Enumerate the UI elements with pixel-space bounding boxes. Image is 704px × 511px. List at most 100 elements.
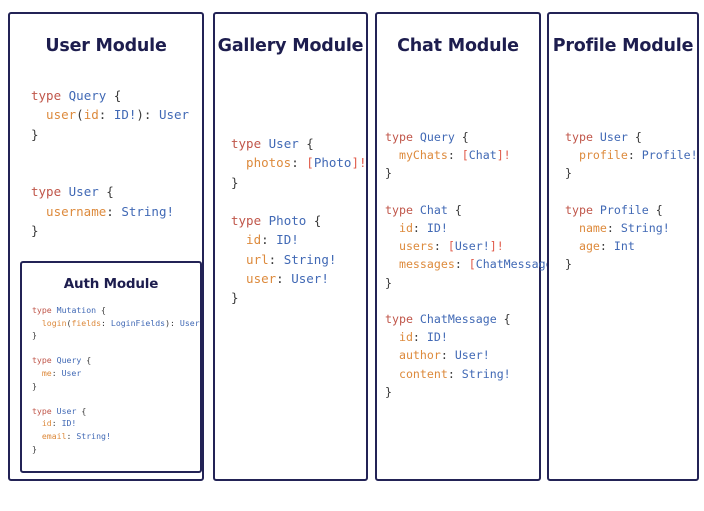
code-token: Query bbox=[419, 130, 462, 144]
code-line: login(fields: LoginFields): User bbox=[32, 317, 200, 330]
code-line: users: [User!]! bbox=[385, 237, 567, 255]
code-token: ]! bbox=[351, 155, 367, 171]
code-token: : bbox=[412, 330, 427, 345]
code-token: messages bbox=[385, 257, 455, 272]
code-line bbox=[385, 292, 567, 310]
code-token: id bbox=[231, 232, 262, 248]
code-token: : bbox=[106, 203, 122, 219]
code-line: } bbox=[385, 274, 567, 292]
code-token: } bbox=[385, 166, 392, 181]
code-token: ID! bbox=[113, 107, 137, 123]
code-token: : bbox=[440, 348, 455, 363]
code-token: age bbox=[565, 239, 600, 254]
code-line: profile: Profile! bbox=[565, 146, 698, 164]
code-token: String! bbox=[620, 221, 670, 236]
card-title-profile-module: Profile Module bbox=[552, 36, 694, 56]
code-token: } bbox=[32, 380, 37, 391]
code-token: users bbox=[385, 239, 434, 254]
code-line: type Chat { bbox=[385, 201, 567, 219]
code-token: } bbox=[31, 126, 39, 142]
code-line bbox=[565, 183, 698, 201]
code-token: ): bbox=[136, 107, 159, 123]
code-token: name bbox=[565, 221, 607, 236]
code-line: type User { bbox=[565, 128, 698, 146]
code-token: type bbox=[31, 88, 69, 103]
code-line bbox=[231, 192, 367, 211]
code-token: : bbox=[454, 257, 469, 272]
card-gallery-module[interactable]: Gallery Module type User { photos: [Phot… bbox=[213, 12, 368, 481]
code-token: ID! bbox=[426, 221, 448, 236]
code-token: fields bbox=[71, 317, 102, 328]
code-token: type bbox=[32, 305, 57, 315]
code-token: Photo bbox=[313, 155, 352, 171]
code-token: [ bbox=[461, 148, 469, 163]
code-token: { bbox=[101, 305, 106, 315]
code-line: } bbox=[385, 383, 567, 401]
code-token: : bbox=[627, 148, 642, 163]
code-token: type bbox=[231, 213, 269, 229]
code-line: age: Int bbox=[565, 237, 698, 255]
code-token: Query bbox=[56, 355, 87, 366]
code-token: Photo bbox=[268, 213, 314, 229]
code-line: messages: [ChatMessage]! bbox=[385, 255, 567, 273]
code-line: id: ID! bbox=[32, 417, 200, 430]
code-token: User! bbox=[454, 239, 490, 254]
code-token: [ bbox=[447, 239, 455, 254]
code-token: : bbox=[51, 367, 62, 378]
code-token: : bbox=[412, 221, 427, 236]
code-line: photos: [Photo]! bbox=[231, 153, 367, 172]
code-token: content bbox=[385, 366, 448, 381]
card-auth-module[interactable]: Auth Module type Mutation { login(fields… bbox=[20, 261, 202, 473]
code-token: [ bbox=[306, 155, 314, 171]
code-line: type User { bbox=[32, 405, 200, 418]
code-token: { bbox=[503, 312, 511, 327]
code-line: id: ID! bbox=[231, 230, 367, 249]
code-token: : bbox=[447, 148, 462, 163]
code-block-gallery-module: type User { photos: [Photo]!} type Photo… bbox=[231, 134, 367, 308]
code-token: ( bbox=[66, 317, 72, 328]
code-token: username bbox=[31, 203, 107, 219]
code-line: myChats: [Chat]! bbox=[385, 146, 567, 164]
code-line: user(id: ID!): User bbox=[31, 105, 189, 124]
code-token: author bbox=[385, 348, 441, 363]
code-token: ]! bbox=[489, 239, 504, 254]
code-token: url bbox=[231, 251, 269, 267]
code-token: type bbox=[385, 130, 420, 144]
code-token: id bbox=[83, 107, 99, 123]
card-profile-module[interactable]: Profile Module type User { profile: Prof… bbox=[547, 12, 699, 481]
code-line bbox=[32, 392, 200, 405]
code-line: } bbox=[565, 255, 698, 273]
code-token: id bbox=[385, 221, 413, 236]
code-token: User! bbox=[291, 271, 329, 287]
code-token: : bbox=[66, 430, 77, 441]
code-token: : bbox=[599, 239, 614, 254]
code-line: } bbox=[31, 125, 189, 144]
code-token: : bbox=[101, 317, 111, 328]
code-line: url: String! bbox=[231, 250, 367, 269]
code-token: : bbox=[291, 155, 307, 171]
code-line: author: User! bbox=[385, 346, 567, 364]
code-line: } bbox=[32, 329, 200, 342]
code-token: Int bbox=[613, 239, 635, 254]
code-token: type bbox=[32, 355, 57, 366]
card-title-gallery-module: Gallery Module bbox=[217, 36, 364, 56]
code-line: type Query { bbox=[385, 128, 567, 146]
code-token: login bbox=[32, 317, 67, 328]
code-token: LoginFields bbox=[110, 317, 166, 328]
code-token: } bbox=[385, 275, 392, 290]
code-token: User bbox=[179, 317, 200, 328]
code-line: } bbox=[32, 380, 200, 393]
code-line: content: String! bbox=[385, 365, 567, 383]
code-token: [ bbox=[468, 257, 476, 272]
code-token: id bbox=[32, 418, 52, 429]
code-token: } bbox=[32, 443, 37, 454]
code-token: type bbox=[32, 405, 57, 416]
card-user-module[interactable]: User Module type Query { user(id: ID!): … bbox=[8, 12, 204, 481]
card-chat-module[interactable]: Chat Module type Query { myChats: [Chat]… bbox=[375, 12, 567, 481]
code-token: { bbox=[454, 202, 462, 217]
code-line: type User { bbox=[231, 134, 367, 153]
code-line bbox=[31, 144, 189, 163]
code-token: ID! bbox=[426, 330, 448, 345]
code-token: ChatMessage bbox=[475, 257, 553, 272]
code-token: } bbox=[231, 290, 239, 306]
